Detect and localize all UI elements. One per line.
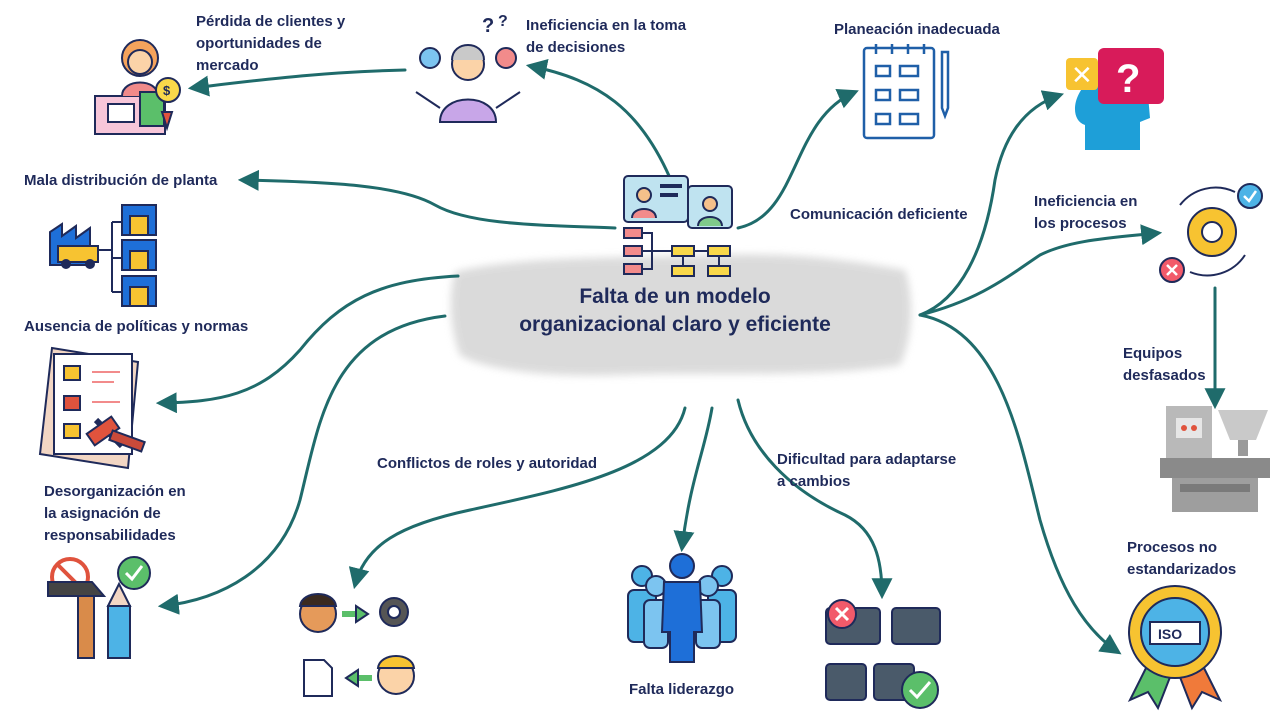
label-line: mercado — [196, 57, 259, 74]
label-line: Falta liderazgo — [629, 681, 735, 698]
label-ineficiencia-decisiones: Ineficiencia en la toma de decisiones — [526, 15, 686, 59]
gear-cycle-icon — [1159, 183, 1263, 283]
arrow-to-politicas — [155, 274, 460, 414]
label-line: Equipos — [1123, 345, 1183, 362]
label-desorganizacion: Desorganización en la asignación de resp… — [44, 481, 186, 547]
roles-icon — [298, 593, 416, 697]
label-line: Mala distribución de planta — [24, 172, 218, 189]
label-comunicacion: Comunicación deficiente — [790, 204, 968, 226]
iso-badge-icon: ISO — [1127, 585, 1223, 711]
arrow-to-desorganizacion — [157, 314, 447, 615]
arrow-to-conflictos — [348, 406, 687, 590]
label-line: responsabilidades — [44, 527, 176, 544]
label-line: estandarizados — [1127, 561, 1237, 578]
label-politicas: Ausencia de políticas y normas — [24, 316, 248, 338]
label-line: Ineficiencia en — [1034, 193, 1138, 210]
tools-icon — [47, 556, 151, 659]
label-line: Pérdida de clientes y — [196, 13, 346, 30]
planning-notebook-icon — [862, 44, 950, 140]
label-ineficiencia-procesos: Ineficiencia en los procesos — [1034, 191, 1137, 235]
leader-icon — [627, 553, 737, 663]
label-line: Desorganización en — [44, 483, 186, 500]
label-line: la asignación de — [44, 505, 161, 522]
arrow-to-liderazgo — [673, 406, 714, 553]
confused-head-icon: ? ✕ — [1066, 48, 1164, 150]
arrow-to-comunicacion — [918, 90, 1064, 317]
svg-text:ISO: ISO — [1158, 626, 1182, 642]
label-line: Procesos no — [1127, 539, 1218, 556]
svg-text:?: ? — [482, 15, 494, 37]
label-equipos: Equipos desfasados — [1123, 343, 1206, 387]
label-line: Planeación inadecuada — [834, 21, 1000, 38]
label-conflictos: Conflictos de roles y autoridad — [377, 453, 597, 475]
label-line: desfasados — [1123, 367, 1206, 384]
arrow-to-adaptarse — [736, 398, 893, 600]
machine-icon — [1160, 406, 1270, 512]
arrow-to-distribucion — [237, 169, 617, 230]
arrow-to-decisiones — [525, 59, 672, 180]
label-procesos-no-std: Procesos no estandarizados — [1127, 537, 1236, 581]
arrow-to-planeacion — [736, 89, 859, 230]
label-line: Conflictos de roles y autoridad — [377, 455, 598, 472]
label-adaptarse: Dificultad para adaptarse a cambios — [777, 449, 956, 493]
label-line: Comunicación deficiente — [790, 206, 968, 223]
label-planeacion: Planeación inadecuada — [834, 19, 1000, 41]
label-line: Ineficiencia en la toma — [526, 17, 687, 34]
arrow-to-perdida — [187, 68, 407, 97]
confused-person-icon: ? ? — [415, 13, 521, 123]
plant-layout-icon — [49, 204, 157, 307]
label-line: a cambios — [777, 473, 851, 490]
label-line: de decisiones — [526, 39, 626, 56]
label-line: oportunidades de — [196, 35, 322, 52]
center-brush-background — [450, 254, 912, 376]
org-chart-icon — [623, 175, 733, 277]
client-loss-icon: $ — [94, 39, 181, 135]
label-line: Ausencia de políticas y normas — [24, 318, 249, 335]
puzzle-icon — [825, 599, 941, 709]
connectors — [155, 59, 1226, 655]
svg-text:?: ? — [1116, 57, 1140, 101]
center-title-line1: Falta de un modelo — [579, 285, 771, 308]
svg-text:✕: ✕ — [1071, 60, 1093, 90]
label-line: los procesos — [1034, 215, 1127, 232]
arrow-to-ineficiencia-procesos — [918, 224, 1163, 317]
svg-text:$: $ — [163, 83, 171, 98]
policy-gavel-icon — [38, 346, 146, 470]
label-distribucion: Mala distribución de planta — [24, 170, 217, 192]
label-liderazgo: Falta liderazgo — [629, 679, 734, 701]
svg-text:?: ? — [498, 13, 508, 30]
label-line: Dificultad para adaptarse — [777, 451, 957, 468]
arrow-to-procesos-no-std — [918, 313, 1122, 655]
center-title-line2: organizacional claro y eficiente — [519, 313, 831, 336]
center-title: Falta de un modelo organizacional claro … — [480, 283, 870, 339]
label-perdida: Pérdida de clientes y oportunidades de m… — [196, 11, 345, 77]
